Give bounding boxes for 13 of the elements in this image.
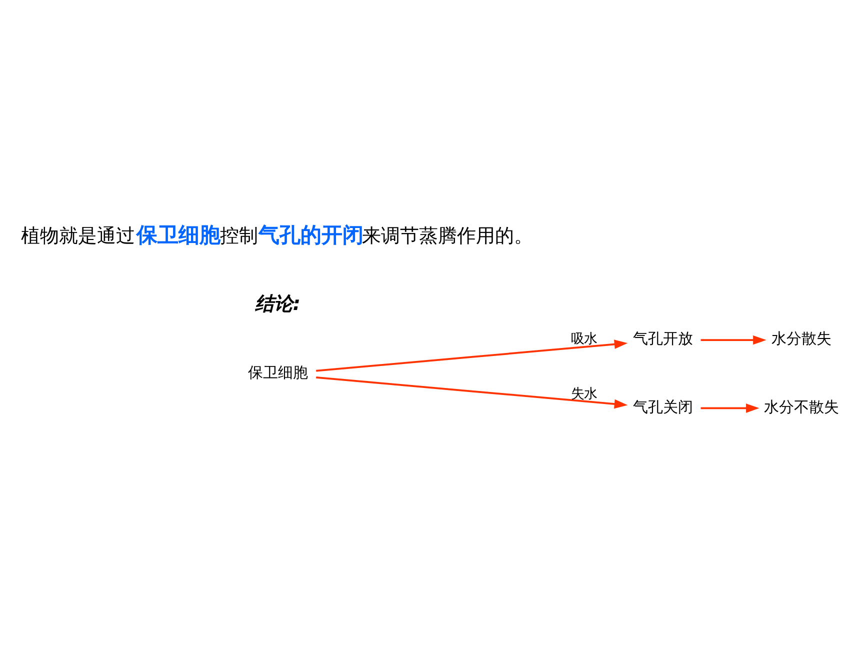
label: 结论:	[254, 292, 300, 314]
arrow	[316, 376, 628, 408]
node-text: 气孔开放	[632, 329, 693, 348]
node-text: 水分不散失	[764, 397, 839, 416]
arrow	[700, 334, 766, 344]
arrow	[316, 339, 628, 372]
arrow	[700, 403, 760, 412]
node-text: 气孔关闭	[632, 397, 693, 416]
edge-label: 吸水	[570, 332, 597, 347]
node-text: 保卫细胞	[248, 363, 308, 382]
label: 植物就是通过保卫细胞控制气孔的开闭来调节蒸腾作用的。	[21, 222, 533, 247]
node-text: 水分散失	[771, 329, 832, 348]
edge-label: 失水	[570, 386, 597, 402]
